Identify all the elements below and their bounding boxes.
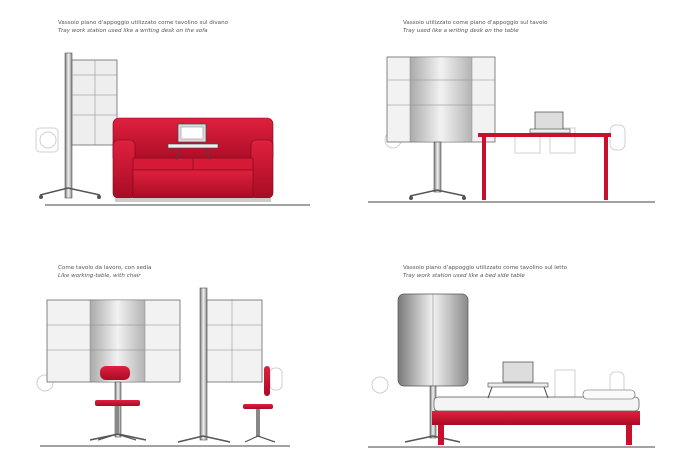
laptop-tray <box>487 361 549 399</box>
caption-italian: Vassoio piano d'appoggio utilizzato come… <box>58 20 229 26</box>
ghost-objects <box>35 127 59 153</box>
red-chair-side <box>243 366 276 443</box>
scene-table <box>368 56 655 203</box>
red-chair <box>95 366 140 441</box>
cabinet-unit-side <box>177 287 263 443</box>
caption-english: Tray work station used like a writing de… <box>58 28 208 34</box>
caption-chair: Come tavolo da lavoro, con sedia Like wo… <box>58 264 151 280</box>
caption-table: Vassoio utilizzato come piano d'appoggio… <box>403 19 547 35</box>
scene-bed <box>368 293 655 448</box>
cabinet-unit <box>39 52 118 199</box>
scene-chair <box>36 287 290 447</box>
cabinet-unit <box>386 56 496 200</box>
caption-bed: Vassoio piano d'appoggio utilizzato come… <box>403 264 567 280</box>
scene-sofa <box>35 52 310 206</box>
red-sofa <box>112 117 274 202</box>
caption-italian: Vassoio utilizzato come piano d'appoggio… <box>403 20 548 26</box>
laptop <box>529 111 571 134</box>
caption-italian: Vassoio piano d'appoggio utilizzato come… <box>403 265 568 271</box>
red-bed <box>432 389 640 445</box>
caption-sofa: Vassoio piano d'appoggio utilizzato come… <box>58 19 228 35</box>
caption-english: Tray used like a writing desk on the tab… <box>403 28 519 34</box>
caption-english: Tray work station used like a bed side t… <box>403 273 525 279</box>
red-table <box>478 133 611 200</box>
caption-italian: Come tavolo da lavoro, con sedia <box>58 265 152 271</box>
laptop-tray <box>167 123 219 161</box>
caption-english: Like working-table, with chair <box>58 273 141 279</box>
